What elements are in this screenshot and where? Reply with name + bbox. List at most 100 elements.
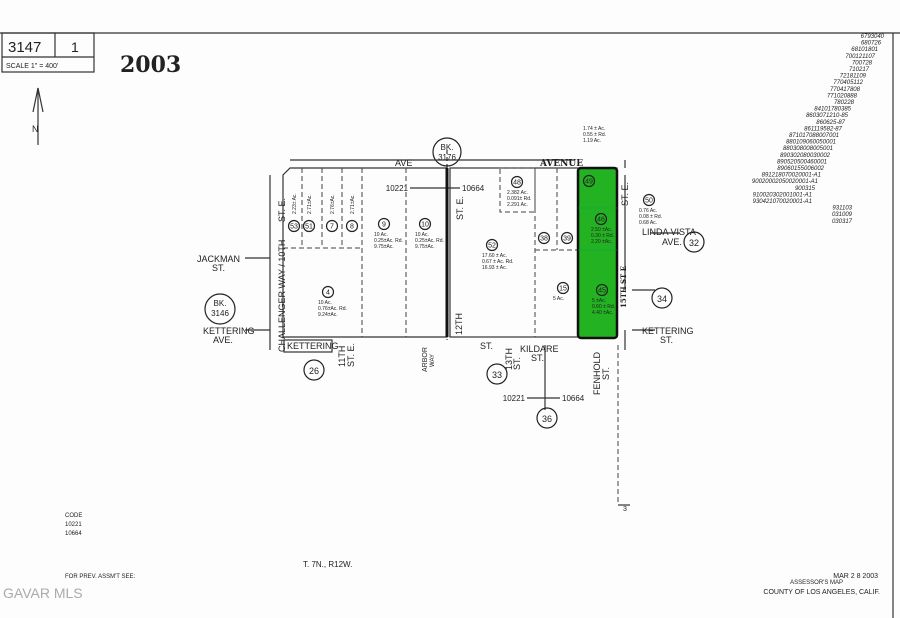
parcel-note: 5 ±Ac. bbox=[592, 298, 606, 304]
history-entry: 861119582-87 bbox=[804, 126, 842, 132]
parcel-number: 15 bbox=[559, 286, 567, 293]
history-entry: 931103 bbox=[832, 206, 852, 212]
map-page-36[interactable]: 36 bbox=[536, 407, 558, 429]
street-avenue: AVENUE bbox=[539, 159, 583, 169]
county-label: COUNTY OF LOS ANGELES, CALIF. bbox=[763, 589, 880, 596]
parcel-note: 4.40 ±Ac. bbox=[592, 310, 613, 316]
parcel-note: 16.93 ± Ac. bbox=[482, 265, 507, 271]
svg-text:33: 33 bbox=[492, 370, 502, 380]
parcel-circle bbox=[556, 281, 570, 295]
street-st: ST. bbox=[480, 341, 493, 351]
history-entry: 860625-87 bbox=[816, 120, 845, 126]
parcel-51[interactable]: 512.71±Ac. bbox=[302, 194, 316, 233]
parcel-circle bbox=[560, 231, 574, 245]
parcel-circle bbox=[595, 283, 609, 297]
parcel-circle bbox=[302, 219, 316, 233]
street-11th: 11TH bbox=[337, 346, 347, 367]
street-challenger-way: CHALLENGER WAY / 10TH bbox=[277, 240, 287, 352]
parcel-number: 46 bbox=[597, 217, 605, 224]
parcel-46[interactable]: 462.50 ±Ac.0.30 ± Rd.2.20 ±Ac. bbox=[591, 212, 614, 246]
history-entry: 780228 bbox=[834, 100, 855, 106]
parcel-49[interactable]: 49 bbox=[582, 174, 596, 188]
parcel-note: 2.71±Ac. bbox=[350, 194, 356, 214]
svg-text:3146: 3146 bbox=[211, 309, 229, 318]
parcel-9[interactable]: 910 Ac.0.25±Ac. Rd.9.75±Ac. bbox=[374, 217, 403, 251]
parcel-note: 0.68 Ac. bbox=[639, 220, 657, 226]
parcel-note: 10 Ac. bbox=[374, 232, 388, 238]
parcel-note: 9.24±Ac. bbox=[318, 312, 338, 318]
parcel-number: 53 bbox=[290, 224, 298, 231]
parcel-50[interactable]: 500.76 Ac.0.08 ± Rd.0.68 Ac. bbox=[639, 193, 662, 227]
parcel-note: 2.20 ±Ac. bbox=[591, 239, 612, 245]
parcel-circle bbox=[485, 238, 499, 252]
highlighted-parcel[interactable] bbox=[576, 166, 619, 340]
map-page-32[interactable]: 32 bbox=[683, 231, 705, 253]
map-page-34[interactable]: 34 bbox=[651, 287, 673, 309]
svg-text:0.55 ± Rd.: 0.55 ± Rd. bbox=[583, 132, 606, 138]
svg-text:BK.: BK. bbox=[441, 143, 454, 152]
history-entry: 700728 bbox=[852, 60, 873, 66]
history-entry: 930421070020001-A1 bbox=[753, 199, 812, 205]
svg-text:36: 36 bbox=[542, 414, 552, 424]
street-kettering: KETTERING bbox=[287, 341, 339, 351]
parcel-note: 2.23± Ac. bbox=[292, 193, 298, 214]
svg-text:ST.: ST. bbox=[512, 357, 522, 370]
parcel-53[interactable]: 53 2.23± Ac. bbox=[287, 193, 301, 233]
svg-text:AVE.: AVE. bbox=[213, 335, 233, 345]
parcel-note: 0.76±Ac. Rd. bbox=[318, 306, 347, 312]
parcel-4[interactable]: 410 Ac.0.76±Ac. Rd.9.24±Ac. bbox=[318, 285, 347, 319]
parcel-7[interactable]: 7 2.76±Ac. bbox=[325, 194, 339, 233]
parcel-note: 5 Ac. bbox=[553, 296, 564, 302]
parcel-number: 4 bbox=[326, 290, 330, 297]
history-entry: 031009 bbox=[832, 212, 853, 218]
parcel-note: 0.60 ± Rd. bbox=[592, 304, 615, 310]
svg-text:26: 26 bbox=[309, 366, 319, 376]
street-ave: AVE bbox=[395, 158, 412, 168]
parcel-note: 2.291 Ac. bbox=[507, 202, 528, 208]
svg-text:ST.: ST. bbox=[601, 367, 611, 380]
parcel-note: 0.091± Rd. bbox=[507, 196, 531, 202]
parcel-note: 0.08 ± Rd. bbox=[639, 214, 662, 220]
history-entry: 700121107 bbox=[845, 54, 875, 60]
parcel-number: 7 bbox=[330, 224, 334, 231]
history-entry: 910020302001001-A1 bbox=[753, 192, 812, 198]
map-page-33[interactable]: 33 bbox=[486, 363, 508, 385]
history-entry: 891218070020001-A1 bbox=[762, 173, 821, 179]
parcel-number: 9 bbox=[382, 222, 386, 229]
history-entry: 770405112 bbox=[833, 80, 863, 86]
parcel-note: 2.76±Ac. bbox=[330, 194, 336, 214]
parcels: 532.23± Ac.512.71±Ac.72.76±Ac.82.71±Ac.9… bbox=[287, 174, 662, 319]
parcel-number: 49 bbox=[585, 179, 593, 186]
parcel-note: 9.75±Ac. bbox=[415, 244, 435, 250]
code-top-right: 10664 bbox=[462, 184, 485, 193]
north-label: N bbox=[32, 124, 39, 134]
map-page-26[interactable]: 26 bbox=[303, 359, 325, 381]
parcel-48[interactable]: 482.382 Ac.0.091± Rd.2.291 Ac. bbox=[507, 175, 531, 209]
parcel-39[interactable]: 39 bbox=[560, 231, 574, 245]
parcel-number: 51 bbox=[305, 224, 313, 231]
parcel-circle bbox=[345, 219, 359, 233]
parcel-circle bbox=[321, 285, 335, 299]
parcel-15[interactable]: 15 5 Ac. bbox=[553, 281, 570, 303]
parcel-note: 17.60 ± Ac. bbox=[482, 253, 507, 259]
parcel-circle bbox=[582, 174, 596, 188]
parcel-45[interactable]: 455 ±Ac.0.60 ± Rd.4.40 ±Ac. bbox=[592, 283, 615, 317]
map-year: 2003 bbox=[120, 52, 181, 78]
street-linda-vista: LINDA VISTA bbox=[642, 227, 696, 237]
history-entry: 710217 bbox=[849, 67, 870, 73]
svg-text:ST.: ST. bbox=[660, 335, 673, 345]
parcel-note: 9.75±Ac. bbox=[374, 244, 394, 250]
street-jackman: JACKMAN bbox=[197, 254, 240, 264]
parcel-note: 0.25±Ac. Rd. bbox=[415, 238, 444, 244]
street-fenhold: FENHOLD bbox=[592, 351, 602, 395]
parcel-circle bbox=[377, 217, 391, 231]
parcel-8[interactable]: 82.71±Ac. bbox=[345, 194, 359, 233]
parcel-number: 48 bbox=[513, 180, 521, 187]
township-range: T. 7N., R12W. bbox=[303, 560, 352, 569]
parcel-note: 0.76 Ac. bbox=[639, 208, 657, 214]
parcel-38[interactable]: 38 bbox=[537, 231, 551, 245]
svg-text:1.74 ± Ac.: 1.74 ± Ac. bbox=[583, 126, 605, 132]
